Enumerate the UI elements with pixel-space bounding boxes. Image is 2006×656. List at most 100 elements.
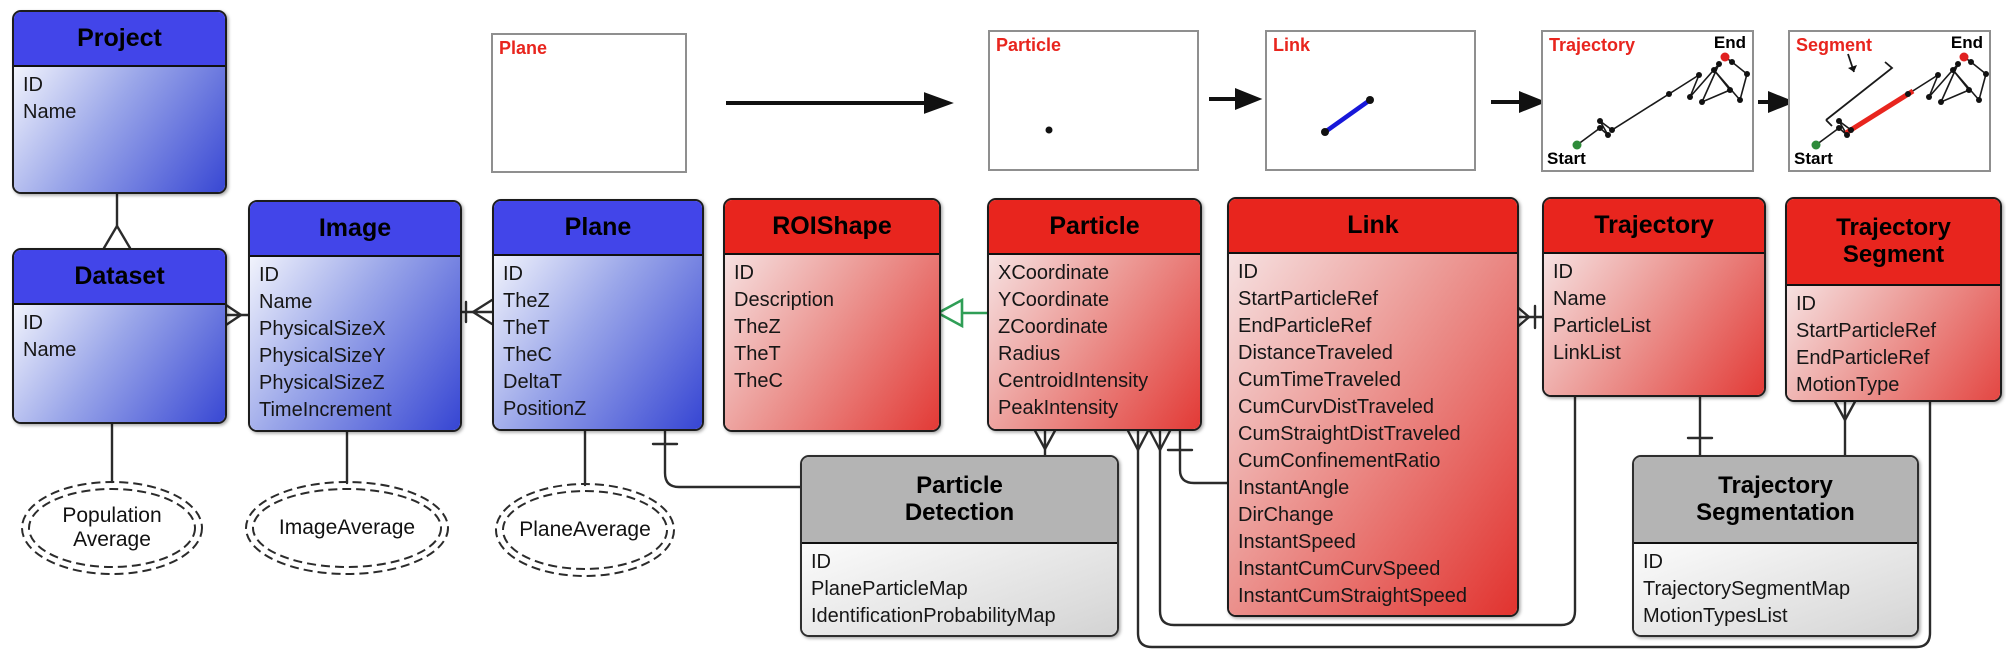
start-dot [1811,140,1821,150]
entity-field: PositionZ [503,398,587,420]
flow-arrow-link-trajectory [1491,91,1547,113]
particle-detection-title: Particle Detection [802,457,1117,544]
entity-field: PhysicalSizeZ [259,372,385,394]
connector-image-plane [456,298,494,326]
entity-field: ID [811,551,831,573]
entity-field: TheC [734,370,783,392]
entity-field: Name [259,291,313,313]
entity-trajectory-segment-title: Trajectory Segment [1787,199,2000,286]
entity-field: ID [259,264,279,286]
entity-roishape-title: ROIShape [725,200,939,255]
connector-trajectorysegment-trajectorysegmentation [1831,396,1859,457]
snapshot-plane-label: Plane [499,38,548,58]
entity-trajectory-title: Trajectory [1544,199,1764,254]
entity-field: ID [23,312,43,334]
plane-average-label: PlaneAverage [519,517,651,541]
entity-field: PlaneParticleMap [811,578,968,600]
entity-field: ZCoordinate [998,316,1109,338]
entity-field: Description [734,289,835,311]
connector-trajectory-trajectorysegmentation [1686,391,1714,457]
entity-field: EndParticleRef [1238,315,1372,337]
plane-average-ellipse [495,483,675,577]
connector-project-dataset [102,188,132,250]
snapshot-particle-label: Particle [996,35,1062,55]
snapshot-trajectory: Trajectory End Start [1541,30,1754,172]
entity-field: TheC [503,344,552,366]
entity-field: ID [503,263,523,285]
entity-field: Name [1553,288,1607,310]
entity-field: TheT [734,343,781,365]
entity-image-title: Image [250,202,460,257]
snapshot-segment: Segment End Start [1788,30,1991,172]
entity-field: CumCurvDistTraveled [1238,396,1434,418]
trajectory-segmentation-title: Trajectory Segmentation [1634,457,1917,544]
entity-dataset-title: Dataset [14,250,225,305]
entity-field: MotionTypesList [1643,605,1788,627]
inheritance-particle-roishape [935,297,987,329]
snapshot-plane: Plane [491,33,687,173]
entity-field: ID [1238,261,1258,283]
segment-illustration [1811,52,1989,150]
entity-field: ID [1553,261,1573,283]
entity-plane-title: Plane [494,201,702,256]
entity-field: TheZ [734,316,781,338]
trajectory-end-label: End [1713,33,1746,52]
entity-field: InstantCumCurvSpeed [1238,558,1441,580]
entity-field: Name [23,101,77,123]
entity-field: DirChange [1238,504,1334,526]
link-illustration [1321,96,1374,136]
entity-field: ID [734,262,754,284]
connector-link-trajectory [1513,303,1544,331]
entity-field: StartParticleRef [1238,288,1379,310]
image-average-label: ImageAverage [278,515,416,539]
entity-field: CumStraightDistTraveled [1238,423,1461,445]
entity-field: DistanceTraveled [1238,342,1393,364]
flow-arrow-trajectory-segment [1758,91,1796,113]
entity-field: PhysicalSizeX [259,318,386,340]
entity-field: InstantSpeed [1238,531,1356,553]
entity-field: EndParticleRef [1796,347,1930,369]
entity-field: TheT [503,317,550,339]
start-dot [1572,140,1582,150]
entity-field: IdentificationProbabilityMap [811,605,1056,627]
entity-field: Radius [998,343,1061,365]
population-average-ellipse [21,481,203,575]
entity-field: PeakIntensity [998,397,1119,419]
entity-dataset-fields: ID Name [14,305,225,422]
entity-field: CumConfinementRatio [1238,450,1441,472]
trajectory-start-label: Start [1547,149,1586,168]
entity-field: LinkList [1553,342,1621,364]
highlighted-segment-line [1844,88,1915,136]
entity-field: ID [1796,293,1816,315]
snapshot-segment-label: Segment [1796,35,1873,55]
connector-particle-particledetection [1031,425,1059,457]
segment-bracket [1825,61,1894,127]
trajectory-illustration [1572,52,1750,150]
flow-arrow-particle-link [1209,88,1263,110]
particle-dot-illustration [1045,126,1053,134]
entity-field: InstantAngle [1238,477,1350,499]
entity-field: TimeIncrement [259,399,392,421]
end-dot [1720,52,1730,62]
connector-plane-particledetection [651,425,802,489]
entity-field: InstantCumStraightSpeed [1238,585,1468,607]
entity-field: StartParticleRef [1796,320,1937,342]
entity-field: Name [23,339,77,361]
entity-field: PhysicalSizeY [259,345,386,367]
population-average-label: Population Average [62,503,162,551]
entity-particle-title: Particle [989,200,1200,255]
entity-field: MotionType [1796,374,1900,396]
